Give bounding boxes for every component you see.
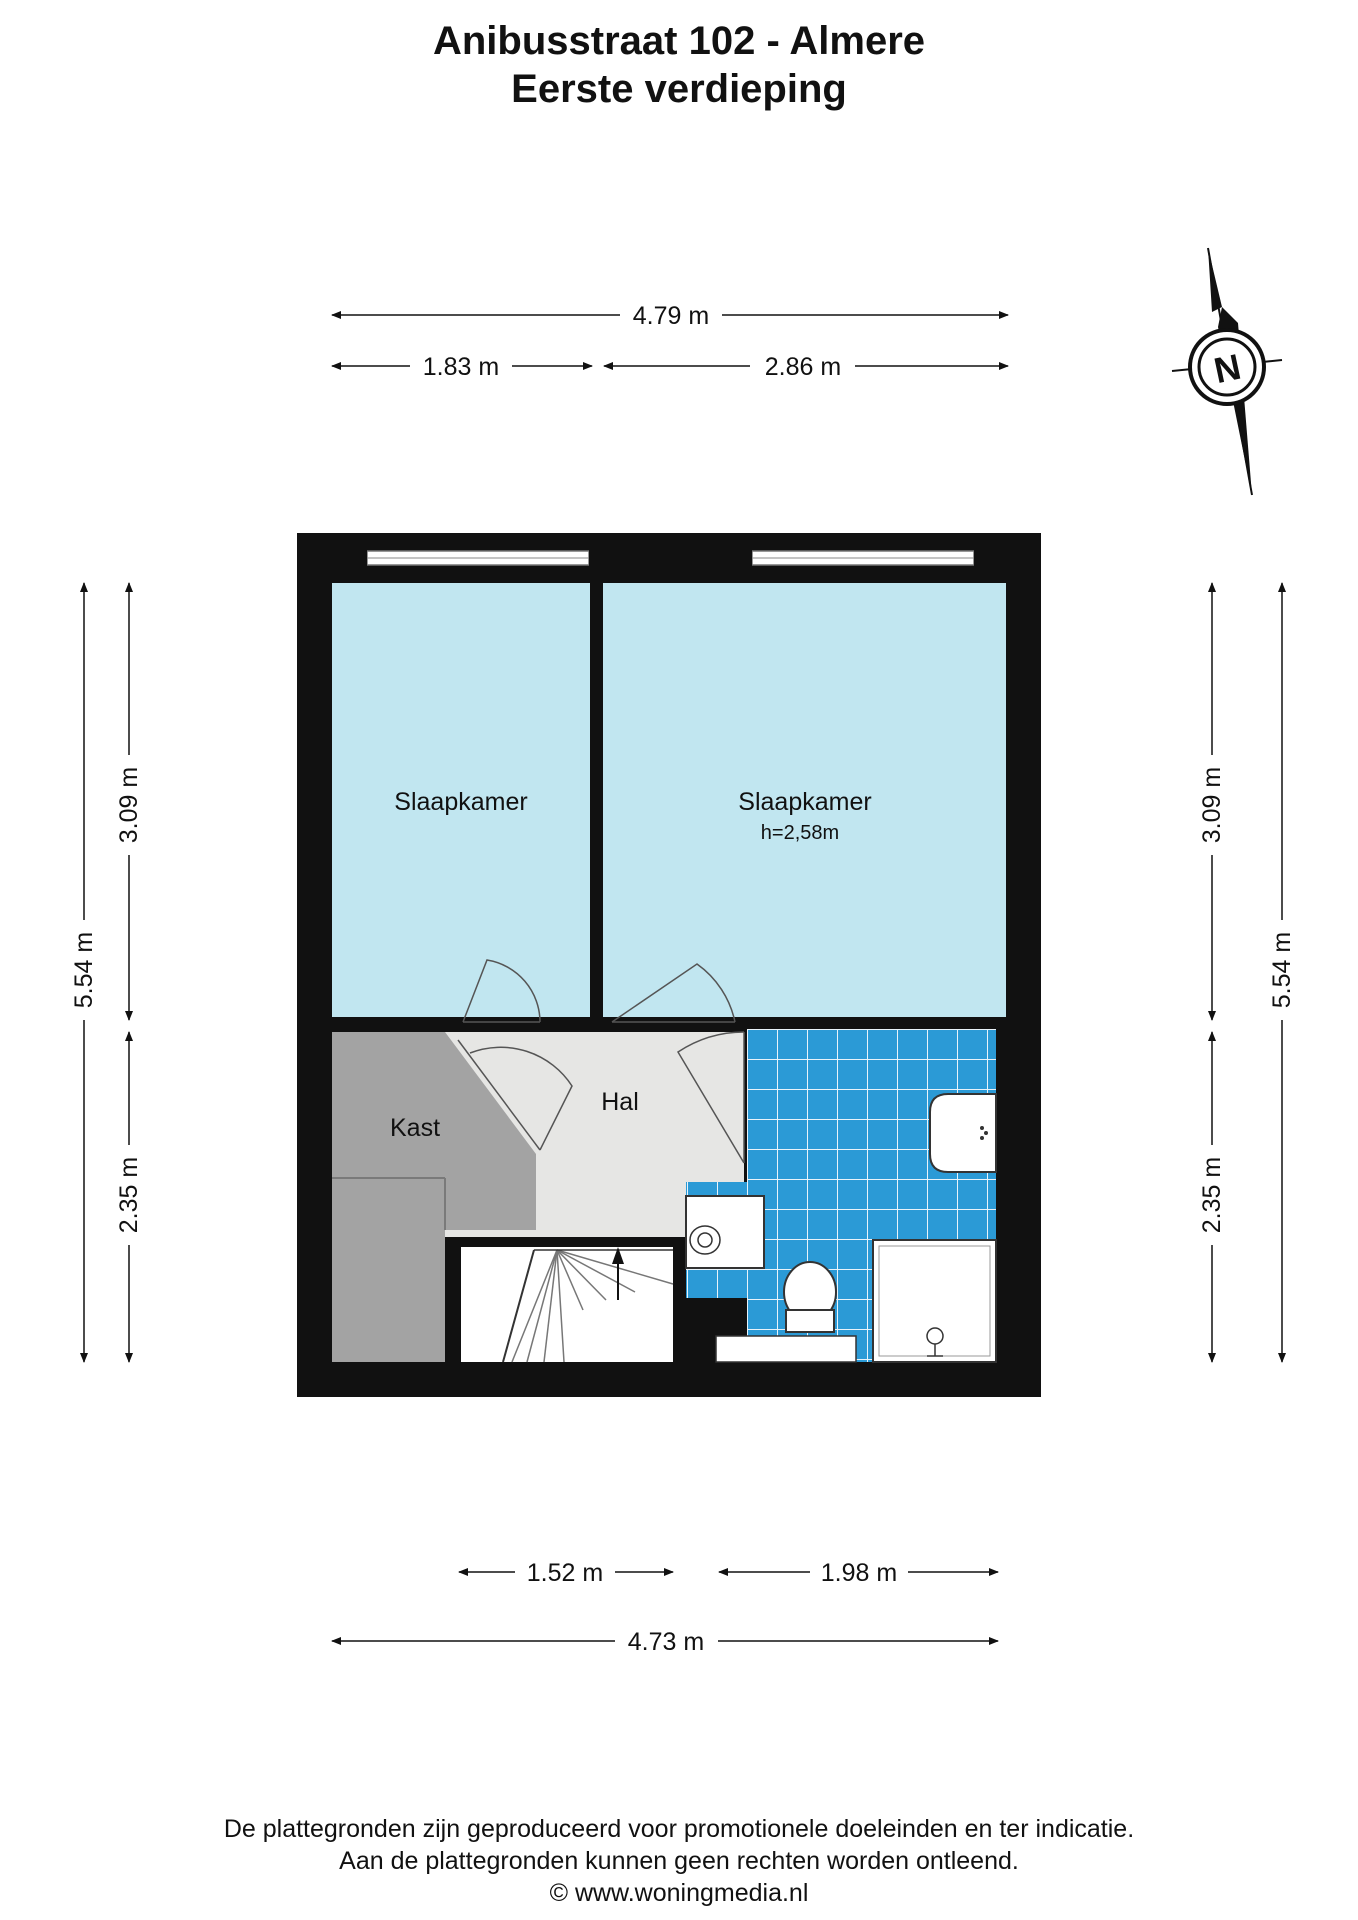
window-left bbox=[366, 550, 590, 566]
dim-label-bottom-right: 1.98 m bbox=[821, 1559, 897, 1587]
bedroom-left-area bbox=[332, 583, 590, 1017]
toilet-icon bbox=[783, 1261, 837, 1333]
staircase bbox=[461, 1247, 674, 1363]
door-closet bbox=[457, 1039, 573, 1151]
disclaimer-line-2: Aan de plattegronden kunnen geen rechten… bbox=[339, 1847, 1019, 1875]
bathroom bbox=[685, 1029, 997, 1363]
dim-label-top-right: 2.86 m bbox=[765, 353, 841, 381]
boiler-icon bbox=[685, 1195, 765, 1269]
room-label-bedroom-right: Slaapkamer bbox=[738, 788, 871, 816]
bedroom-right-area bbox=[603, 583, 1006, 1017]
dim-label-left-upper: 3.09 m bbox=[115, 767, 143, 843]
closet-area bbox=[332, 1032, 536, 1362]
copyright-line: © www.woningmedia.nl bbox=[549, 1879, 809, 1907]
dim-label-left-total: 5.54 m bbox=[70, 932, 98, 1008]
floor-subtitle: Eerste verdieping bbox=[511, 67, 847, 111]
shower-icon bbox=[872, 1239, 997, 1363]
ceiling-height-label: h=2,58m bbox=[761, 822, 839, 844]
room-label-bedroom-left: Slaapkamer bbox=[394, 788, 527, 816]
dim-label-right-total: 5.54 m bbox=[1268, 932, 1296, 1008]
dim-label-top-total: 4.79 m bbox=[633, 302, 709, 330]
washbasin-icon bbox=[929, 1093, 997, 1173]
dim-label-bottom-total: 4.73 m bbox=[628, 1628, 704, 1656]
plan-title: Anibusstraat 102 - Almere bbox=[432, 19, 926, 63]
stair-landing-area bbox=[540, 1166, 673, 1237]
door-bedroom-right bbox=[611, 963, 736, 1023]
dim-label-top-left: 1.83 m bbox=[423, 353, 499, 381]
room-label-hall: Hal bbox=[601, 1088, 639, 1116]
dim-label-right-lower: 2.35 m bbox=[1198, 1157, 1226, 1233]
window-right bbox=[751, 550, 975, 566]
dim-label-bottom-left: 1.52 m bbox=[527, 1559, 603, 1587]
dim-label-left-lower: 2.35 m bbox=[115, 1157, 143, 1233]
door-bathroom bbox=[676, 1031, 745, 1164]
dim-label-right-upper: 3.09 m bbox=[1198, 767, 1226, 843]
compass-north-icon: N bbox=[1171, 247, 1283, 496]
room-label-closet: Kast bbox=[390, 1114, 440, 1142]
disclaimer-line-1: De plattegronden zijn geproduceerd voor … bbox=[223, 1815, 1135, 1843]
door-bedroom-left bbox=[462, 959, 541, 1023]
